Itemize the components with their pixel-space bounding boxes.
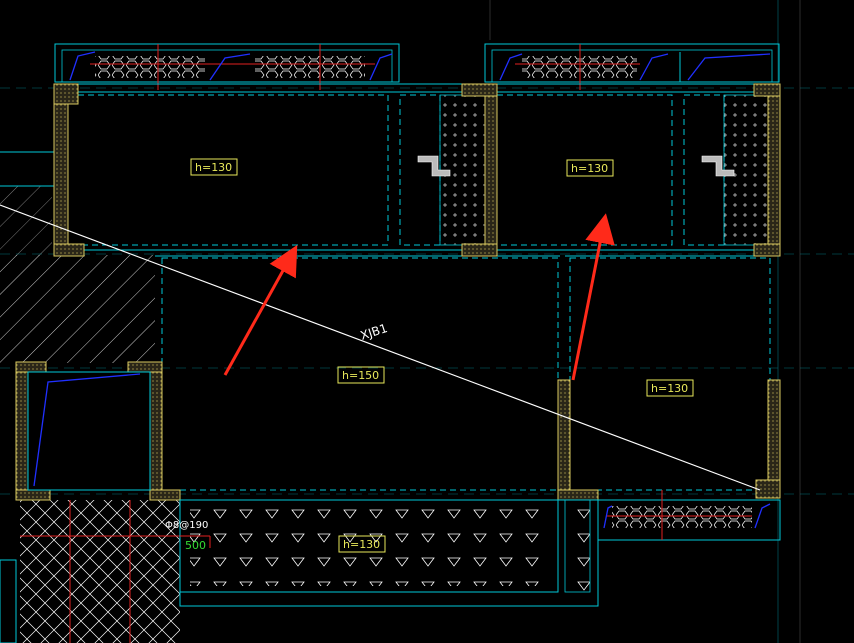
svg-text:h=150: h=150 bbox=[342, 369, 379, 382]
dimension-label: 500 bbox=[185, 539, 206, 552]
room-outlines bbox=[55, 94, 780, 491]
section-line bbox=[0, 204, 761, 491]
slab-label-right: h=130 bbox=[646, 379, 694, 397]
slab-label-center: h=150 bbox=[337, 366, 385, 384]
bottom-left-crosshatch bbox=[0, 500, 210, 643]
top-beam bbox=[55, 83, 778, 93]
bottom-balcony bbox=[179, 499, 599, 607]
slab-label-top-right: h=130 bbox=[566, 159, 614, 177]
slab-label-top-left: h=130 bbox=[190, 158, 238, 176]
small-room-left bbox=[27, 371, 151, 491]
svg-text:h=130: h=130 bbox=[343, 538, 380, 551]
left-hatched-region bbox=[0, 151, 155, 363]
svg-text:h=130: h=130 bbox=[571, 162, 608, 175]
rebar-label: Φ8@190 bbox=[165, 520, 208, 531]
top-balcony-right bbox=[484, 43, 780, 90]
red-arrow-left bbox=[223, 244, 298, 376]
section-label: XJB1 bbox=[359, 321, 390, 343]
top-balcony-left bbox=[54, 43, 400, 90]
shaft-hatches bbox=[417, 94, 770, 246]
slab-label-bottom: h=130 bbox=[338, 535, 386, 553]
walls bbox=[15, 83, 781, 501]
svg-text:h=130: h=130 bbox=[651, 382, 688, 395]
red-arrow-right bbox=[571, 213, 615, 381]
bottom-right-balcony bbox=[597, 490, 781, 541]
svg-text:h=130: h=130 bbox=[195, 161, 232, 174]
